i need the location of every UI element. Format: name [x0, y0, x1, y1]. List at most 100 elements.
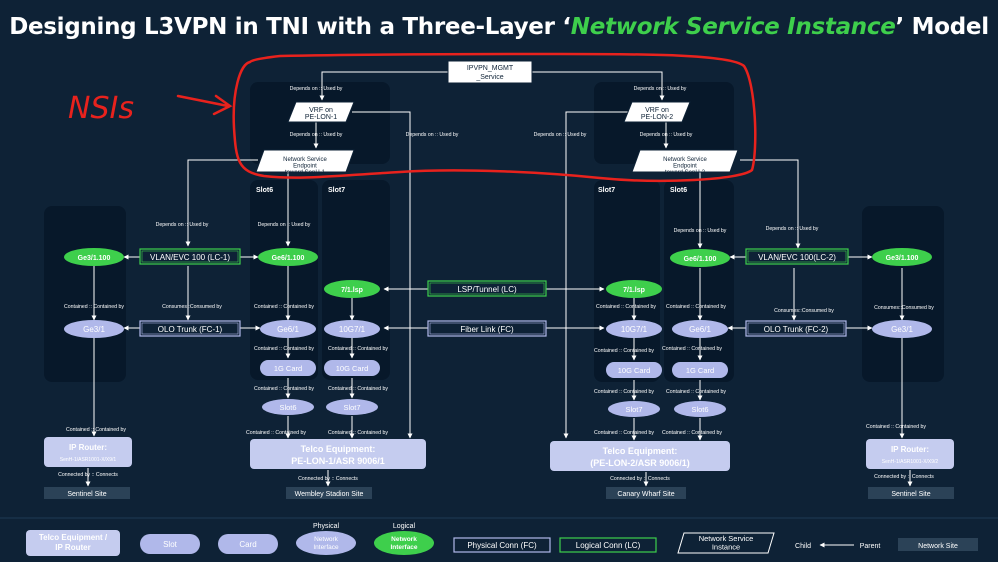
lsp-left-node[interactable] — [324, 280, 380, 298]
slot7-left-node[interactable] — [326, 399, 378, 415]
vlan-right-label: VLAN/EVC 100(LC-2) — [758, 253, 836, 262]
rel-label: Connected by :: Connects — [298, 476, 358, 482]
rel-label: Contained :: Contained by — [662, 430, 722, 436]
legend-equipment — [26, 530, 120, 556]
slot6-left-node-label: Slot6 — [279, 403, 296, 412]
lsp-conn[interactable] — [427, 280, 547, 297]
rel-label: Contained :: Contained by — [594, 348, 654, 354]
nsi-highlight-outline — [232, 52, 757, 183]
ge6-100-right-node[interactable] — [670, 249, 730, 267]
nse-left-node[interactable] — [255, 149, 355, 173]
olo-left-conn[interactable] — [139, 320, 241, 337]
10g-right-node[interactable] — [606, 320, 662, 338]
slot-header: Slot6 — [670, 187, 687, 194]
site-right-node[interactable] — [868, 487, 954, 499]
ge3-100-left-node[interactable] — [64, 248, 124, 266]
svg-text:Telco Equipment /IP Router: Telco Equipment /IP Router — [39, 533, 108, 552]
rel-label: Consumes::Consumed by — [874, 305, 934, 311]
service-label: IPVPN_MGMT — [467, 65, 514, 72]
legend-child-label: Child — [795, 543, 811, 550]
slot-header: Slot7 — [598, 187, 615, 194]
legend-card-label: Card — [239, 540, 256, 549]
vlan-left-label: VLAN/EVC 100 (LC-1) — [150, 253, 230, 262]
nsi-annotation-label: NSIs — [68, 91, 134, 126]
vrf-left-label: VRF on — [309, 107, 333, 114]
card-10g-left-label: 10G Card — [336, 364, 369, 373]
ge3-right-node[interactable] — [872, 320, 932, 338]
vrf-right-node[interactable] — [623, 101, 691, 123]
legend-site-label: Network Site — [918, 543, 958, 550]
rel-label: Depends on :: Used by — [674, 228, 727, 234]
rel-label: Contained :: Contained by — [594, 389, 654, 395]
card-10g-right-node[interactable] — [606, 362, 662, 378]
rel-label: Depends on :: Used by — [766, 226, 819, 232]
card-1g-right-node[interactable] — [672, 362, 728, 378]
service-node[interactable] — [447, 60, 533, 84]
ge3-left-label: Ge3/1 — [83, 325, 105, 334]
olo-left-label: OLO Trunk (FC-1) — [158, 325, 223, 334]
rel-label: Contained :: Contained by — [594, 430, 654, 436]
ge6-right-node[interactable] — [672, 320, 728, 338]
ge6-left-node[interactable] — [260, 320, 316, 338]
legend-logical-caption: Logical — [393, 523, 416, 530]
router-left-title: IP Router: — [69, 443, 107, 452]
pe2-node[interactable] — [550, 441, 730, 471]
card-1g-left-node[interactable] — [260, 360, 316, 376]
slot6-left-node[interactable] — [262, 399, 314, 415]
ge6-100-right-label: Ge6/1.100 — [684, 256, 717, 263]
legend-logical-conn-label: Logical Conn (LC) — [576, 541, 641, 550]
ge3-left-node[interactable] — [64, 320, 124, 338]
router-left-node[interactable] — [44, 437, 132, 467]
lsp-right-node[interactable] — [606, 280, 662, 298]
legend-card — [218, 534, 278, 554]
slot7-right-node[interactable] — [608, 401, 660, 417]
nse-right-node[interactable] — [631, 149, 739, 173]
rel-label: Depends on :: Used by — [406, 132, 459, 138]
lsp-right-label: 7/1.lsp — [623, 287, 645, 294]
legend-physical-iface — [296, 531, 356, 555]
10g-left-node[interactable] — [324, 320, 380, 338]
site-left-node[interactable] — [44, 487, 130, 499]
rel-label: Contained :: Contained by — [666, 389, 726, 395]
edge-vrf-pe2 — [563, 111, 630, 439]
legend-logical-iface-label: Network — [391, 536, 417, 543]
legend-nsi — [677, 532, 775, 554]
fiber-conn[interactable] — [427, 320, 547, 337]
legend-physical-iface-label: Network — [314, 536, 339, 543]
pe1-node[interactable] — [250, 439, 426, 469]
site-right-label: Sentinel Site — [891, 491, 930, 498]
pe1-title: Telco Equipment: — [301, 444, 376, 454]
10g-right-label: 10G7/1 — [621, 325, 648, 334]
site-pe1-node[interactable] — [286, 487, 372, 499]
router-right-node[interactable] — [866, 439, 954, 469]
olo-right-conn[interactable] — [745, 320, 847, 337]
lsp-label: LSP/Tunnel (LC) — [457, 285, 517, 294]
rel-label: Contained :: Contained by — [328, 346, 388, 352]
edge-nse-ge3-left — [185, 159, 258, 247]
slot6-right-node-label: Slot6 — [691, 405, 708, 414]
rel-label: Contained :: Contained by — [254, 304, 314, 310]
router-right-title: IP Router: — [891, 445, 929, 454]
ge6-100-left-label: Ge6/1.100 — [272, 255, 305, 262]
ge3-100-right-node[interactable] — [872, 248, 932, 266]
vlan-left-conn[interactable] — [139, 248, 241, 265]
legend-slot-label: Slot — [163, 540, 178, 549]
edge-vrf-pe1 — [352, 111, 413, 439]
card-10g-left-node[interactable] — [324, 360, 380, 376]
legend-logical-conn — [559, 537, 657, 553]
legend-logical-iface — [374, 531, 434, 555]
site-pe2-node[interactable] — [606, 487, 686, 499]
vrf-left-node[interactable] — [287, 101, 355, 123]
vlan-right-conn[interactable] — [745, 248, 849, 265]
slot6-right-node[interactable] — [674, 401, 726, 417]
nse-left-label-line: Endpoint — [293, 164, 317, 170]
rel-label: Contained :: Contained by — [662, 346, 722, 352]
ge3-right-label: Ge3/1 — [891, 325, 913, 334]
rel-label: Contained :: Contained by — [254, 386, 314, 392]
ge6-100-left-node[interactable] — [258, 248, 318, 266]
